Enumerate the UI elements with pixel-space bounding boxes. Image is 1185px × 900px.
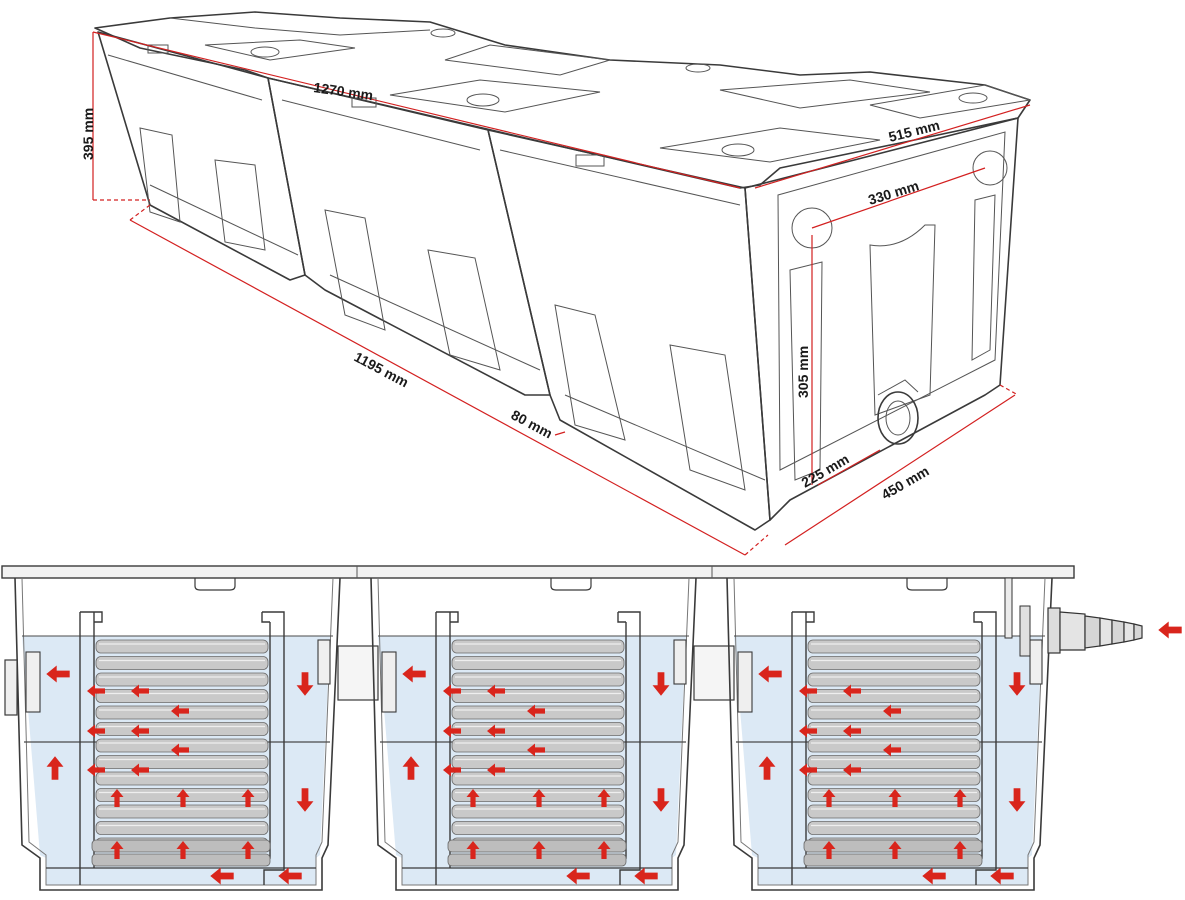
- flow-arrow-icon: [171, 704, 189, 718]
- flow-arrow-icon: [443, 763, 461, 777]
- dim-gap-label: 80 mm: [509, 407, 556, 442]
- flow-arrow-icon: [527, 743, 545, 757]
- flow-arrow-icon: [1008, 672, 1026, 696]
- flow-arrow-icon: [241, 789, 255, 807]
- dim-length-top-label: 1270 mm: [313, 79, 375, 103]
- flow-arrow-icon: [634, 867, 658, 885]
- flow-arrow-icon: [443, 684, 461, 698]
- flow-arrow-icon: [131, 684, 149, 698]
- flow-arrow-icon: [883, 704, 901, 718]
- connector-1-2: [337, 645, 379, 701]
- flow-arrow-icon: [597, 789, 611, 807]
- section-chamber-3: [726, 577, 1053, 891]
- dim-outlet-height-label: 305 mm: [795, 346, 811, 398]
- flow-arrow-icon: [843, 684, 861, 698]
- flow-arrows: [46, 621, 1182, 885]
- flow-arrow-icon: [953, 789, 967, 807]
- hose-connector-icon: [1004, 577, 1143, 657]
- flow-arrow-icon: [46, 756, 64, 780]
- flow-arrow-icon: [466, 841, 480, 859]
- flow-arrow-icon: [402, 665, 426, 683]
- flow-arrow-icon: [652, 672, 670, 696]
- flow-arrow-icon: [532, 789, 546, 807]
- flow-arrow-icon: [87, 724, 105, 738]
- flow-arrow-icon: [1158, 621, 1182, 639]
- flow-arrow-icon: [131, 763, 149, 777]
- flow-arrow-icon: [799, 763, 817, 777]
- flow-arrow-icon: [296, 788, 314, 812]
- isometric-view: 395 mm 1270 mm 515 mm 330 mm 305 mm 1195…: [80, 11, 1031, 556]
- flow-arrow-icon: [843, 724, 861, 738]
- section-chamber-2: [370, 577, 697, 891]
- flow-arrow-icon: [487, 763, 505, 777]
- flow-arrow-icon: [210, 867, 234, 885]
- flow-arrow-icon: [822, 841, 836, 859]
- cross-section-view: [1, 565, 1182, 891]
- flow-arrow-icon: [131, 724, 149, 738]
- flow-arrow-icon: [652, 788, 670, 812]
- flow-arrow-icon: [278, 867, 302, 885]
- flow-arrow-icon: [241, 841, 255, 859]
- flow-arrow-icon: [402, 756, 420, 780]
- flow-arrow-icon: [799, 684, 817, 698]
- flow-arrow-icon: [799, 724, 817, 738]
- flow-arrow-icon: [527, 704, 545, 718]
- flow-arrow-icon: [758, 665, 782, 683]
- connector-2-3: [693, 645, 735, 701]
- flow-arrow-icon: [171, 743, 189, 757]
- flow-arrow-icon: [532, 841, 546, 859]
- flow-arrow-icon: [822, 789, 836, 807]
- flow-arrow-icon: [487, 684, 505, 698]
- flow-arrow-icon: [953, 841, 967, 859]
- dim-length-bottom-label: 1195 mm: [352, 349, 412, 391]
- flow-arrow-icon: [87, 684, 105, 698]
- outlet-pipe: [877, 391, 919, 445]
- flow-arrow-icon: [597, 841, 611, 859]
- inlet-port-right: [972, 150, 1008, 186]
- flow-arrow-icon: [110, 841, 124, 859]
- flow-arrow-icon: [758, 756, 776, 780]
- flow-arrow-icon: [443, 724, 461, 738]
- flow-arrow-icon: [487, 724, 505, 738]
- flow-arrow-icon: [176, 841, 190, 859]
- flow-arrow-icon: [466, 789, 480, 807]
- flow-arrow-icon: [922, 867, 946, 885]
- chamber-1-body: [97, 31, 306, 281]
- flow-arrow-icon: [888, 789, 902, 807]
- section-chamber-1: [4, 577, 341, 891]
- flow-arrow-icon: [883, 743, 901, 757]
- section-lid: [1, 565, 1075, 579]
- flow-arrow-icon: [46, 665, 70, 683]
- chamber-3-body: [487, 129, 771, 531]
- flow-arrow-icon: [87, 763, 105, 777]
- flow-arrow-icon: [296, 672, 314, 696]
- flow-arrow-icon: [888, 841, 902, 859]
- flow-arrow-icon: [990, 867, 1014, 885]
- flow-arrow-icon: [843, 763, 861, 777]
- dim-width-bottom-label: 450 mm: [879, 463, 932, 503]
- dimension-lines: [92, 31, 1031, 556]
- flow-arrow-icon: [566, 867, 590, 885]
- flow-arrow-icon: [110, 789, 124, 807]
- dim-height-label: 395 mm: [80, 108, 96, 160]
- flow-arrow-icon: [1008, 788, 1026, 812]
- flow-arrow-icon: [176, 789, 190, 807]
- chamber-2-body: [267, 77, 551, 396]
- dim-inlet-spacing-label: 330 mm: [866, 177, 921, 208]
- chamber-3-end-face: [744, 117, 1019, 521]
